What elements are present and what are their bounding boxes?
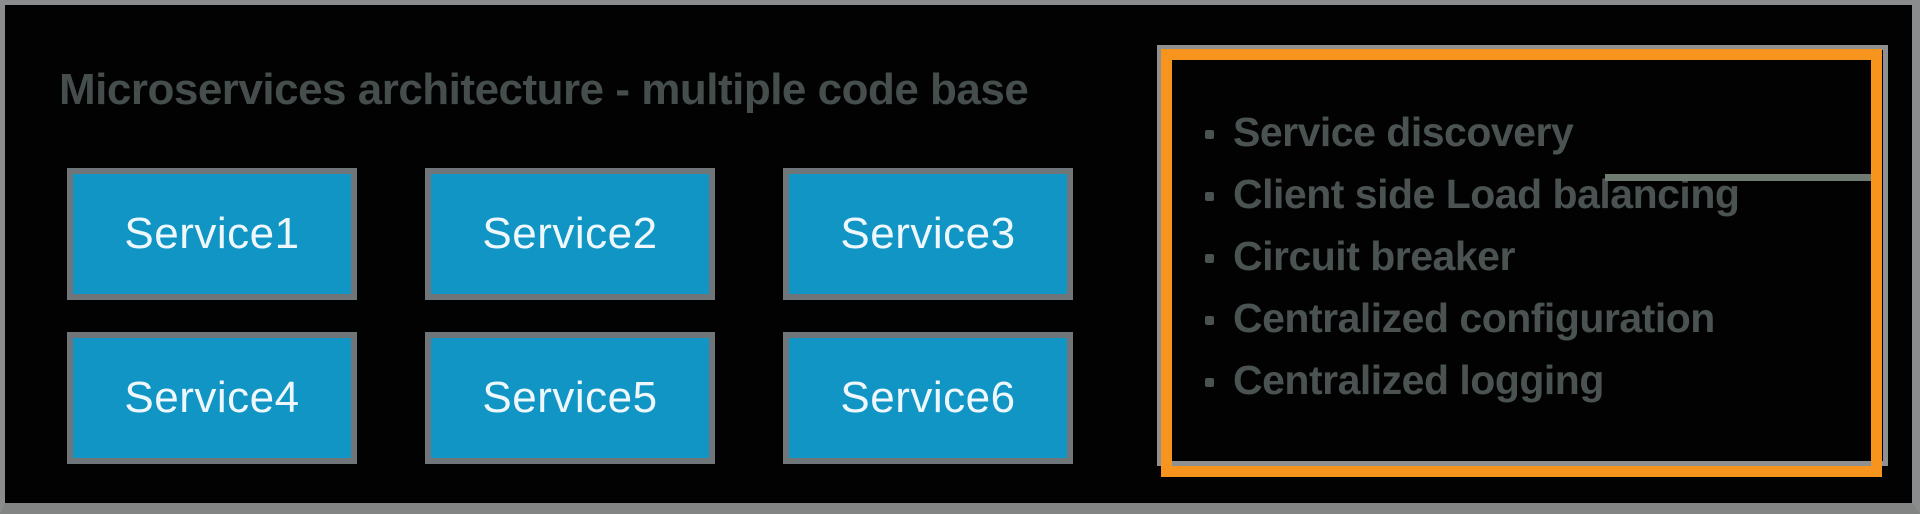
slide-title: Microservices architecture - multiple co… bbox=[59, 65, 1029, 114]
list-item: Service discovery bbox=[1205, 101, 1845, 163]
panel-divider-line bbox=[1605, 174, 1871, 181]
service-box-1: Service1 bbox=[67, 168, 357, 300]
list-item: Circuit breaker bbox=[1205, 225, 1845, 287]
features-list: Service discovery Client side Load balan… bbox=[1205, 101, 1845, 411]
service-box-6: Service6 bbox=[783, 332, 1073, 464]
service-box-label: Service5 bbox=[482, 373, 658, 422]
service-box-label: Service3 bbox=[840, 209, 1016, 258]
feature-label: Centralized logging bbox=[1233, 356, 1604, 403]
features-panel-shadow-outline bbox=[1157, 45, 1888, 466]
service-box-5: Service5 bbox=[425, 332, 715, 464]
list-item: Client side Load balancing bbox=[1205, 163, 1845, 225]
service-box-label: Service1 bbox=[124, 209, 300, 258]
list-item: Centralized configuration bbox=[1205, 287, 1845, 349]
feature-label: Circuit breaker bbox=[1233, 232, 1515, 279]
features-panel-border bbox=[1161, 49, 1882, 477]
service-box-label: Service2 bbox=[482, 209, 658, 258]
bullet-icon bbox=[1205, 129, 1214, 139]
bullet-icon bbox=[1205, 377, 1214, 387]
service-box-4: Service4 bbox=[67, 332, 357, 464]
bullet-icon bbox=[1205, 253, 1214, 263]
service-box-label: Service6 bbox=[840, 373, 1016, 422]
list-item: Centralized logging bbox=[1205, 349, 1845, 411]
service-box-3: Service3 bbox=[783, 168, 1073, 300]
service-box-2: Service2 bbox=[425, 168, 715, 300]
bullet-icon bbox=[1205, 315, 1214, 325]
bullet-icon bbox=[1205, 191, 1214, 201]
feature-label: Centralized configuration bbox=[1233, 294, 1715, 341]
service-box-label: Service4 bbox=[124, 373, 300, 422]
feature-label: Service discovery bbox=[1233, 108, 1574, 155]
